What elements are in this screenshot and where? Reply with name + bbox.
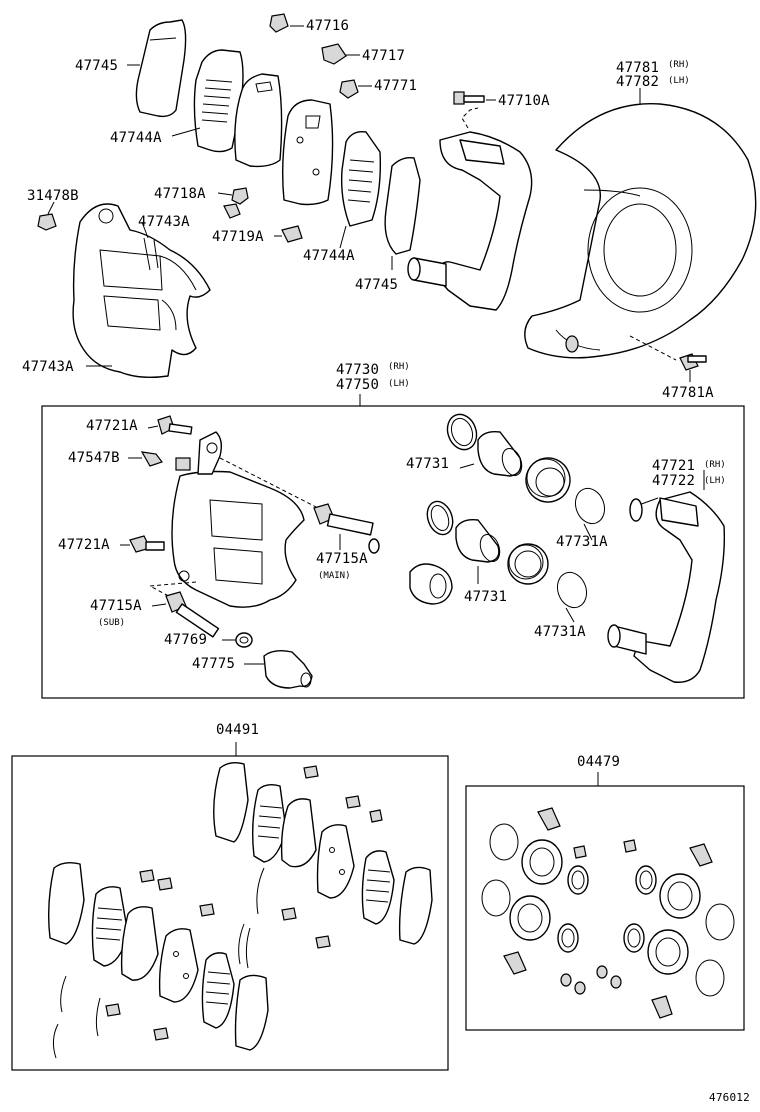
pad-kit-04491-parts[interactable] (47, 761, 433, 1059)
part-label-47744A-lower: 47744A (303, 248, 355, 264)
dust-boot-bottom[interactable] (507, 543, 549, 585)
caliper-cylinder-body[interactable] (171, 431, 305, 608)
part-label-47731-upper: 47731 (406, 456, 450, 472)
part-label-47731A-upper: 47731A (556, 534, 608, 550)
qualifier-sub: (SUB) (98, 618, 126, 628)
ring-47731A-top[interactable] (571, 484, 610, 527)
kit-label-04479: 04479 (577, 754, 621, 770)
part-label-47715A-main: 47715A (316, 551, 368, 567)
part-label-47745-lower: 47745 (355, 277, 399, 293)
bolt-47781A[interactable] (679, 353, 707, 371)
part-label-47722: 47722 (652, 473, 696, 489)
part-label-47718A: 47718A (154, 186, 206, 202)
washer-47769[interactable] (235, 632, 253, 648)
guide-pin-47715A-sub[interactable] (165, 591, 220, 638)
part-label-47775: 47775 (192, 656, 236, 672)
part-label-47731-lower: 47731 (464, 589, 508, 605)
clip-47718A[interactable] (223, 187, 249, 219)
part-label-47781A: 47781A (662, 385, 714, 401)
seal-kit-04479-box (465, 785, 745, 1031)
qualifier-lh-2: (LH) (388, 379, 410, 389)
piston-bottom[interactable] (455, 518, 503, 565)
part-label-47719A: 47719A (212, 229, 264, 245)
boot-47775[interactable] (263, 649, 313, 689)
clip-47717[interactable] (321, 43, 347, 65)
part-label-47715A-sub: 47715A (90, 598, 142, 614)
part-label-47721A-top: 47721A (86, 418, 138, 434)
qualifier-rh-2: (RH) (388, 362, 410, 372)
part-label-47721A-mid: 47721A (58, 537, 110, 553)
part-label-47781: 47781 (616, 60, 660, 76)
qualifier-main: (MAIN) (318, 571, 351, 581)
piston-top[interactable] (477, 430, 525, 479)
part-label-47547B: 47547B (68, 450, 120, 466)
guide-boot-47771[interactable] (339, 79, 359, 99)
qualifier-lh: (LH) (668, 76, 690, 86)
part-label-31478B: 31478B (27, 188, 79, 204)
part-label-47744A: 47744A (110, 130, 162, 146)
qualifier-lh-3: (LH) (704, 476, 726, 486)
part-label-47710A: 47710A (498, 93, 550, 109)
brake-pad-top[interactable] (234, 73, 283, 168)
clip-47716[interactable] (269, 13, 289, 33)
qualifier-rh-3: (RH) (704, 460, 726, 470)
guide-pin-47715A-main[interactable] (313, 503, 380, 554)
piston-seal-top[interactable] (443, 410, 482, 453)
seal-kit-04479-parts[interactable] (481, 807, 735, 1019)
part-label-47745: 47745 (75, 58, 119, 74)
qualifier-rh: (RH) (668, 60, 690, 70)
kit-label-04491: 04491 (216, 722, 260, 738)
part-label-47743A-lower: 47743A (22, 359, 74, 375)
bolt-47721A-middle[interactable] (129, 535, 165, 553)
part-label-47782: 47782 (616, 74, 660, 90)
dust-cover-47781-47782[interactable] (524, 103, 757, 359)
part-label-47721: 47721 (652, 458, 696, 474)
figure-number: 476012 (709, 1091, 750, 1104)
caliper-assembly-box (41, 405, 745, 699)
part-label-47750: 47750 (336, 377, 380, 393)
ring-47731A-bottom[interactable] (553, 568, 592, 611)
caliper-bracket-top[interactable] (407, 131, 533, 311)
bolt-47721A-top[interactable] (157, 415, 193, 435)
bolt-47710A[interactable] (453, 91, 485, 105)
part-label-47743A: 47743A (138, 214, 190, 230)
bolt-31478B[interactable] (37, 213, 57, 231)
part-label-47771: 47771 (374, 78, 418, 94)
bleeder-47547B[interactable] (140, 451, 191, 471)
brake-pad-backing-top[interactable] (281, 99, 334, 206)
part-label-47769: 47769 (164, 632, 208, 648)
pad-47744A-top[interactable] (193, 49, 244, 153)
caliper-body-left[interactable] (72, 203, 211, 379)
clip-47719A[interactable] (281, 225, 303, 243)
cap-47731-lower[interactable] (409, 563, 453, 605)
part-label-47716: 47716 (306, 18, 350, 34)
anti-squeal-shim-47745[interactable] (135, 19, 187, 118)
dust-boot-top[interactable] (520, 452, 576, 508)
piston-seal-bottom[interactable] (423, 498, 457, 538)
pad-kit-04491-box (11, 755, 449, 1071)
anti-squeal-shim-47745-bottom[interactable] (384, 156, 421, 255)
part-label-47731A-lower: 47731A (534, 624, 586, 640)
part-label-47730: 47730 (336, 362, 380, 378)
pad-47744A-bottom[interactable] (340, 131, 381, 227)
mounting-bracket-47721-47722[interactable] (607, 491, 725, 683)
part-label-47717: 47717 (362, 48, 406, 64)
